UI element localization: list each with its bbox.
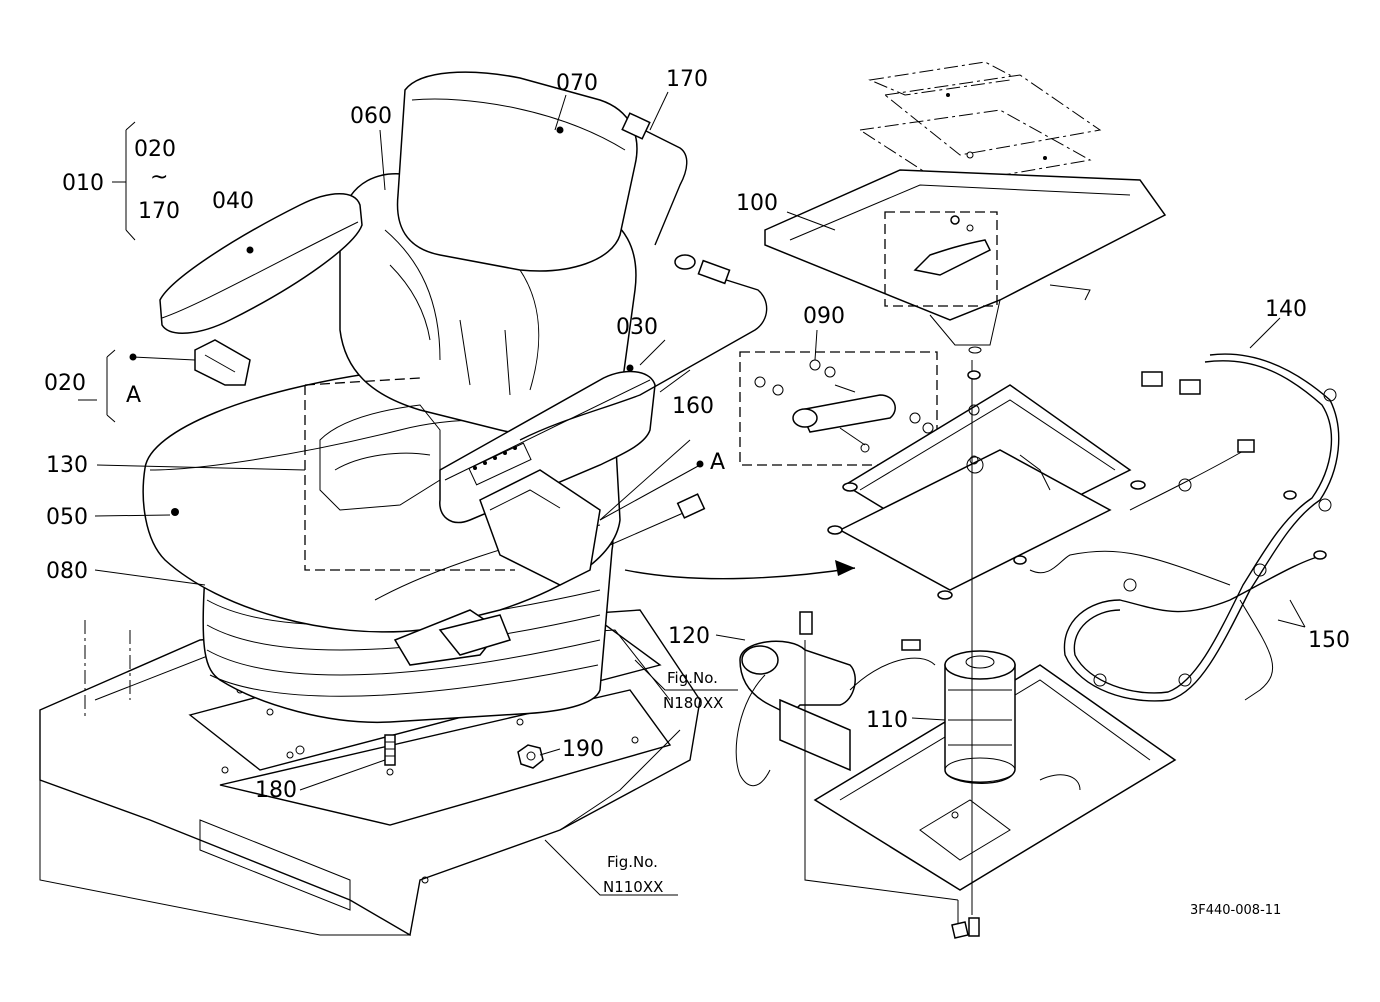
callout-060: 060: [350, 104, 392, 129]
callout-a-right: A: [710, 450, 725, 475]
cab-floor-base: [39, 609, 701, 937]
top-plates: [858, 61, 1102, 186]
callout-180: 180: [255, 778, 297, 803]
damper-detail-090: [739, 351, 938, 466]
callout-020-range-start: 020: [134, 137, 176, 162]
callout-140: 140: [1265, 297, 1307, 322]
callout-050: 050: [46, 505, 88, 530]
leader-lines: [78, 91, 1306, 896]
callout-090: 090: [803, 304, 845, 329]
callout-110: 110: [866, 708, 908, 733]
drawing-code: 3F440-008-11: [1190, 903, 1281, 918]
callout-010: 010: [62, 171, 104, 196]
callout-130: 130: [46, 453, 88, 478]
armrest-control-030: [439, 364, 656, 524]
headrest-070: [396, 71, 638, 272]
callout-190: 190: [562, 737, 604, 762]
flow-arrow: [624, 560, 856, 580]
height-adjust-lever: [393, 609, 512, 666]
bolt-180: [384, 734, 396, 776]
fig-ref-code: N180XX: [663, 694, 723, 712]
scissor-frame: [827, 384, 1146, 600]
lumbar-switch-020: [194, 339, 251, 386]
callout-170-range-end: 170: [138, 199, 180, 224]
harness-140-150: [1013, 353, 1340, 702]
fig-ref-code: N110XX: [603, 878, 663, 896]
callout-080: 080: [46, 559, 88, 584]
control-buttons: [468, 442, 532, 486]
figure-references: Fig.No. N180XX Fig.No. N110XX: [603, 669, 723, 896]
cable-160: [519, 259, 768, 441]
callout-020: 020: [44, 371, 86, 396]
alignment-lines: [804, 360, 981, 939]
callout-range-tilde: ~: [150, 165, 168, 190]
lever-170: [621, 112, 696, 270]
callout-040: 040: [212, 189, 254, 214]
fig-ref-caption: Fig.No.: [607, 853, 658, 871]
nut-190: [517, 744, 544, 769]
callout-150: 150: [1308, 628, 1350, 653]
connector-a: [599, 460, 706, 546]
detail-box-130: [304, 377, 515, 571]
callout-120: 120: [668, 624, 710, 649]
callout-160: 160: [672, 394, 714, 419]
armrest-040: [159, 193, 363, 334]
callout-070: 070: [556, 71, 598, 96]
callout-labels: 010 020 ~ 170 040 060 070 170 020 A 130 …: [44, 67, 1350, 803]
callout-a-left: A: [126, 383, 141, 408]
callout-030: 030: [616, 315, 658, 340]
fig-ref-caption: Fig.No.: [667, 669, 718, 687]
callout-170: 170: [666, 67, 708, 92]
seat-cushion-050: [142, 367, 621, 633]
compressor-110: [944, 650, 1016, 784]
slide-rail-100: [764, 169, 1167, 354]
seat-switch-module: [479, 469, 601, 586]
valve-120: [735, 611, 936, 787]
callout-100: 100: [736, 191, 778, 216]
